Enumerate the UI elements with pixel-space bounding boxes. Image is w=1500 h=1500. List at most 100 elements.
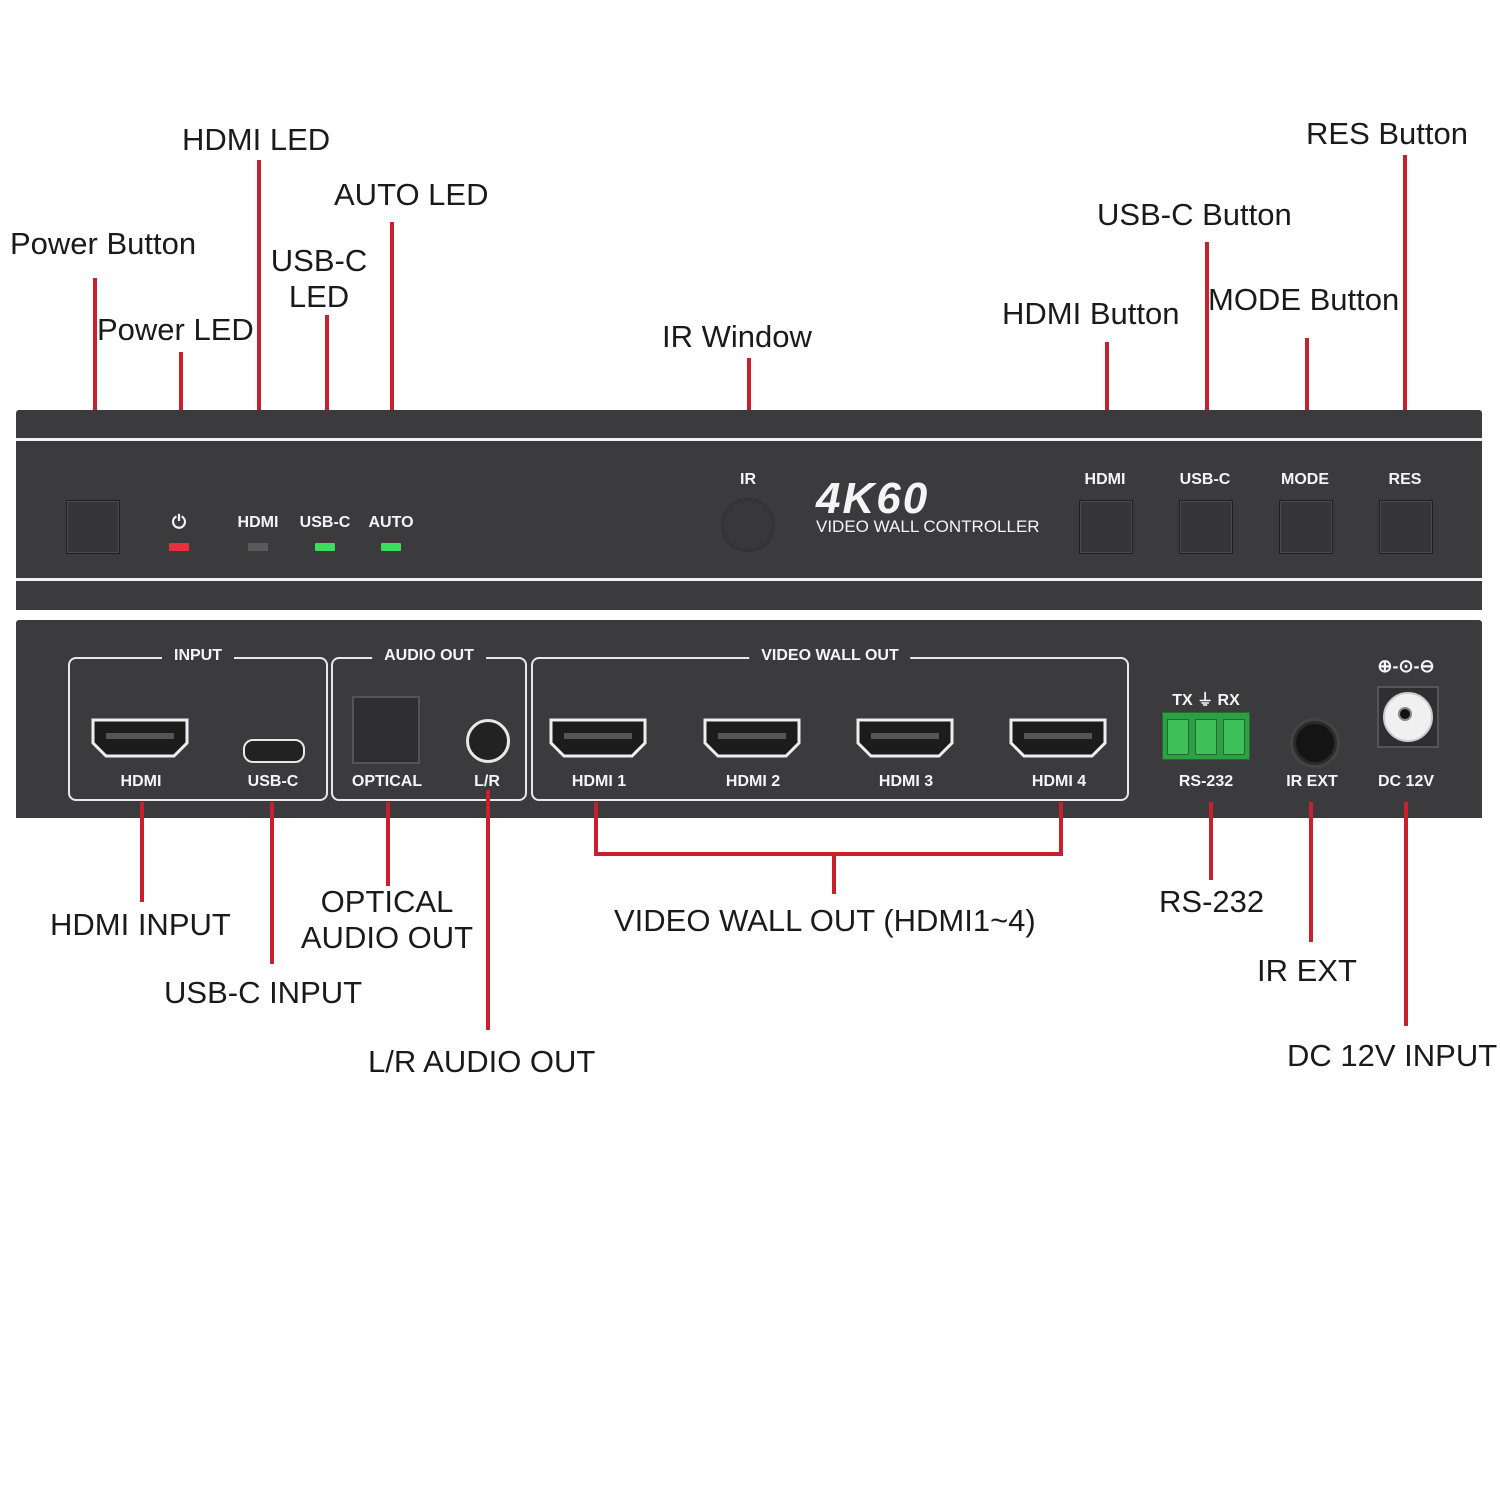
hdmi-button[interactable] [1079, 500, 1133, 554]
callout-usbc-led-line1: USB-C [270, 243, 368, 278]
auto-led [381, 543, 401, 551]
rs232-pin-label: TX ⏚ RX [1172, 692, 1240, 709]
rs232-pin-ground [1195, 719, 1217, 755]
callout-lr-audio-out: L/R AUDIO OUT [368, 1044, 596, 1079]
callout-hdmi-button: HDMI Button [1002, 296, 1180, 331]
leader-video-wall-left [594, 802, 598, 856]
brand-subtitle: VIDEO WALL CONTROLLER [816, 517, 1040, 536]
usbc-input-port[interactable] [243, 739, 305, 763]
callout-usbc-led: USB-C LED [262, 243, 376, 315]
lr-audio-jack[interactable] [466, 719, 510, 763]
callout-auto-led: AUTO LED [334, 177, 489, 212]
callout-hdmi-input: HDMI INPUT [50, 907, 231, 942]
dc-polarity-icon: ⊕-⊙-⊖ [1377, 656, 1435, 676]
callout-power-button: Power Button [10, 226, 197, 261]
dc-label: DC 12V [1377, 773, 1435, 790]
callout-ir-ext: IR EXT [1257, 953, 1357, 988]
ir-ext-label: IR EXT [1286, 773, 1338, 790]
rs232-label: RS-232 [1178, 773, 1234, 790]
leader-auto-led [390, 222, 394, 466]
front-panel: ⏻ HDMI USB-C AUTO IR 4K60 VIDEO WALL CON… [16, 410, 1482, 610]
hdmi-button-label: HDMI [1084, 471, 1126, 488]
hdmi-led [248, 543, 268, 551]
callout-optical-audio-out: OPTICAL AUDIO OUT [296, 884, 478, 956]
rs232-terminal-block[interactable] [1162, 712, 1250, 760]
power-led [169, 543, 189, 551]
dc-power-jack[interactable] [1377, 686, 1439, 748]
callout-usbc-led-line2: LED [288, 279, 350, 314]
leader-hdmi-led [257, 160, 261, 466]
callout-rs232: RS-232 [1159, 884, 1265, 919]
hdmi1-output-port[interactable] [548, 717, 648, 759]
optical-label: OPTICAL [351, 773, 423, 790]
front-panel-bottom-stripe [16, 578, 1482, 581]
hdmi4-label: HDMI 4 [1031, 773, 1087, 790]
hdmi4-output-port[interactable] [1008, 717, 1108, 759]
hdmi3-output-port[interactable] [855, 717, 955, 759]
hdmi2-label: HDMI 2 [725, 773, 781, 790]
hdmi3-label: HDMI 3 [878, 773, 934, 790]
ir-label: IR [740, 471, 756, 488]
video-wall-out-group: VIDEO WALL OUT [531, 647, 1129, 801]
leader-video-wall-right [1059, 802, 1063, 856]
leader-ir-ext [1309, 802, 1313, 942]
res-button[interactable] [1379, 500, 1433, 554]
usbc-led [315, 543, 335, 551]
usbc-button[interactable] [1179, 500, 1233, 554]
callout-ir-window: IR Window [662, 319, 812, 354]
callout-power-led: Power LED [97, 312, 254, 347]
optical-port[interactable] [352, 696, 420, 764]
leader-hdmi-input [140, 802, 144, 902]
usbc-led-label: USB-C [299, 514, 351, 531]
leader-ir-window [747, 358, 751, 456]
res-button-label: RES [1388, 471, 1422, 488]
input-group: INPUT [68, 647, 328, 801]
leader-usbc-button [1205, 242, 1209, 456]
usbc-button-label: USB-C [1179, 471, 1231, 488]
video-wall-out-group-title: VIDEO WALL OUT [749, 647, 911, 665]
callout-res-button: RES Button [1306, 116, 1468, 151]
callout-mode-button: MODE Button [1208, 282, 1400, 317]
dc-jack-pin [1398, 707, 1412, 721]
usbc-input-label: USB-C [247, 773, 299, 790]
leader-res-button [1403, 155, 1407, 456]
ir-window [721, 498, 775, 552]
mode-button-label: MODE [1281, 471, 1329, 488]
callout-usbc-input: USB-C INPUT [164, 975, 363, 1010]
audio-out-group: AUDIO OUT [331, 647, 527, 801]
hdmi-input-label: HDMI [120, 773, 162, 790]
callout-optical-line1: OPTICAL [320, 884, 454, 919]
leader-video-wall-bar [594, 852, 1063, 856]
hdmi1-label: HDMI 1 [571, 773, 627, 790]
lr-label: L/R [474, 773, 500, 790]
mode-button[interactable] [1279, 500, 1333, 554]
rear-panel: INPUT HDMI USB-C AUDIO OUT OPTICAL L/R V… [16, 620, 1482, 818]
leader-optical [386, 802, 390, 886]
rs232-pin-tx [1167, 719, 1189, 755]
hdmi-input-port[interactable] [90, 717, 190, 759]
callout-dc-input: DC 12V INPUT [1287, 1038, 1498, 1073]
input-group-title: INPUT [162, 647, 234, 665]
rs232-pin-rx [1223, 719, 1245, 755]
leader-dc-input [1404, 802, 1408, 1026]
brand-title: 4K60 [816, 474, 930, 523]
front-panel-top-stripe [16, 438, 1482, 441]
hdmi2-output-port[interactable] [702, 717, 802, 759]
leader-video-wall-center [832, 852, 836, 894]
leader-lr-audio [486, 790, 490, 1030]
auto-led-label: AUTO [368, 514, 414, 531]
leader-hdmi-button [1105, 342, 1109, 456]
ir-ext-jack[interactable] [1293, 721, 1337, 765]
callout-usbc-button: USB-C Button [1097, 197, 1292, 232]
leader-usbc-input [270, 802, 274, 964]
audio-out-group-title: AUDIO OUT [372, 647, 486, 665]
callout-optical-line2: AUDIO OUT [300, 920, 474, 955]
leader-mode-button [1305, 338, 1309, 456]
leader-power-button [93, 278, 97, 466]
hdmi-led-label: HDMI [237, 514, 279, 531]
power-icon: ⏻ [171, 512, 187, 532]
callout-hdmi-led: HDMI LED [182, 122, 331, 157]
callout-video-wall-out: VIDEO WALL OUT (HDMI1~4) [614, 903, 1036, 938]
power-button[interactable] [66, 500, 120, 554]
leader-usbc-led [325, 315, 329, 486]
